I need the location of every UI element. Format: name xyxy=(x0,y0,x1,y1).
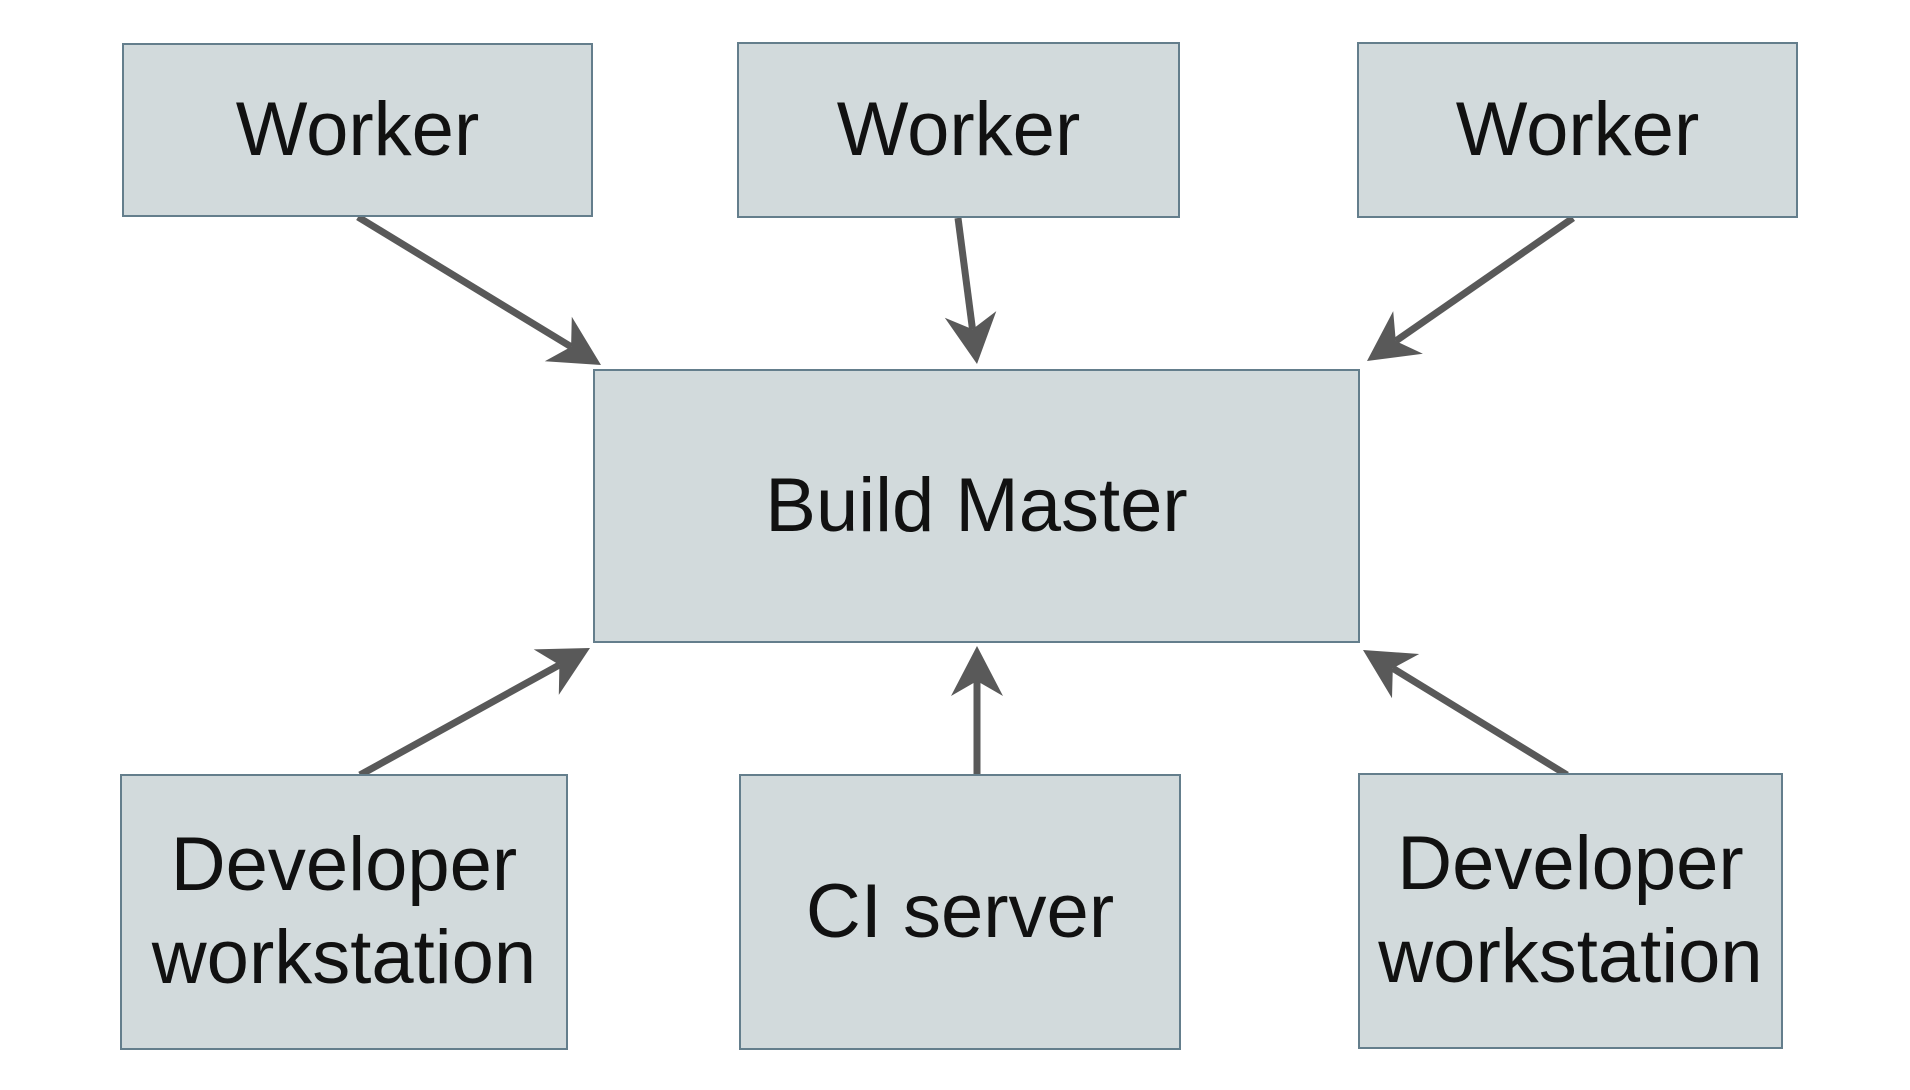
node-worker-3: Worker xyxy=(1357,42,1798,218)
arrowhead-worker-1-to-build-master xyxy=(544,316,601,365)
node-build-master-label: Build Master xyxy=(765,462,1188,548)
arrow-line-developer-workstation-right-to-build-master xyxy=(1390,665,1569,778)
arrowhead-developer-workstation-left-to-build-master xyxy=(533,648,590,695)
node-developer-workstation-left: Developer workstation xyxy=(120,774,568,1050)
node-ci-server-label: CI server xyxy=(805,868,1115,954)
arrow-line-worker-1-to-build-master xyxy=(356,214,573,350)
node-worker-2: Worker xyxy=(737,42,1180,218)
arrow-line-worker-2-to-build-master xyxy=(954,217,976,330)
node-worker-1: Worker xyxy=(122,43,593,217)
arrow-line-worker-3-to-build-master xyxy=(1393,215,1575,344)
node-developer-workstation-right: Developer workstation xyxy=(1358,773,1783,1049)
node-developer-workstation-left-label: Developer workstation xyxy=(151,822,537,1000)
arrow-line-developer-workstation-left-to-build-master xyxy=(358,661,562,779)
node-build-master: Build Master xyxy=(593,369,1360,643)
arrowhead-developer-workstation-right-to-build-master xyxy=(1363,650,1420,699)
node-worker-1-label: Worker xyxy=(235,86,480,172)
node-worker-2-label: Worker xyxy=(836,86,1081,172)
node-ci-server: CI server xyxy=(739,774,1181,1050)
arrowhead-worker-3-to-build-master xyxy=(1367,311,1423,361)
arrowhead-worker-2-to-build-master xyxy=(944,311,997,364)
node-worker-3-label: Worker xyxy=(1455,86,1700,172)
node-developer-workstation-right-label: Developer workstation xyxy=(1378,821,1763,999)
arrowhead-ci-server-to-build-master xyxy=(951,646,1003,696)
